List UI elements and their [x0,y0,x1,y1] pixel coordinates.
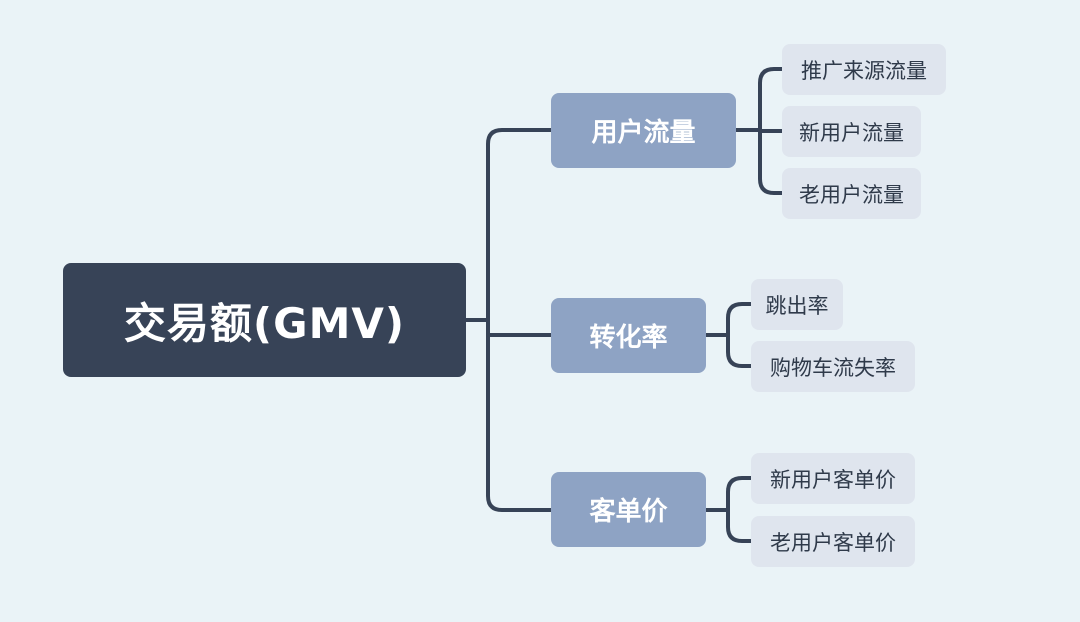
leaf-node-bounce-rate: 跳出率 [751,279,843,330]
leaf-label: 新用户客单价 [770,467,896,492]
leaf-label: 购物车流失率 [770,355,896,380]
branch-label: 用户流量 [591,118,696,148]
root-node: 交易额(GMV) [63,263,466,377]
leaf-label: 跳出率 [765,293,829,318]
leaf-label: 推广来源流量 [801,58,927,83]
branch-label: 转化率 [589,323,668,353]
branch-node-average-order-value: 客单价 [551,472,706,547]
branch-node-user-traffic: 用户流量 [551,93,736,168]
connector-aov-to-leaves [726,476,753,543]
branch-node-conversion-rate: 转化率 [551,298,706,373]
root-label: 交易额(GMV) [123,298,406,348]
leaf-node-new-user-traffic: 新用户流量 [782,106,921,157]
connector-conversion-to-leaves [726,302,753,368]
leaf-node-new-user-aov: 新用户客单价 [751,453,915,504]
leaf-label: 老用户客单价 [770,530,896,555]
leaf-node-cart-abandonment-rate: 购物车流失率 [751,341,915,392]
leaf-node-returning-user-aov: 老用户客单价 [751,516,915,567]
leaf-label: 新用户流量 [799,120,904,145]
branch-label: 客单价 [589,497,668,527]
connector-root-to-user-traffic [486,128,553,512]
leaf-node-returning-user-traffic: 老用户流量 [782,168,921,219]
leaf-node-promotion-source-traffic: 推广来源流量 [782,44,946,95]
leaf-label: 老用户流量 [799,182,904,207]
